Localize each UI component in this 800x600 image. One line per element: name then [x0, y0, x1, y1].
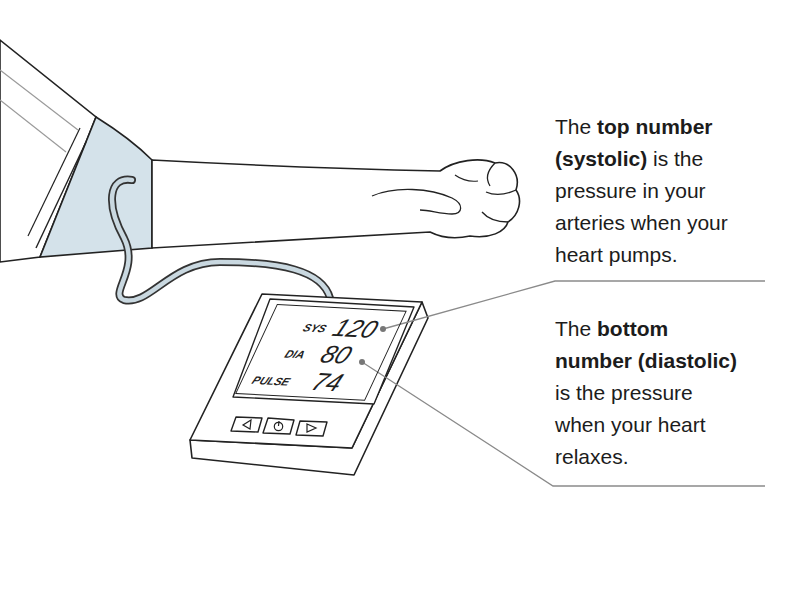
button [231, 417, 262, 432]
leader-dot [359, 359, 365, 365]
callout-run: The [555, 115, 597, 138]
cuff-edge [36, 142, 86, 248]
left-arrow-symbol [243, 420, 251, 429]
reading-value: 120 [328, 313, 383, 344]
reading-value: 74 [307, 367, 348, 397]
display-screen: SYS120DIA 80PULSE 74 [235, 304, 407, 401]
button [296, 421, 327, 436]
finger-line [482, 212, 508, 222]
leader-line [362, 362, 765, 486]
knuckle-line [455, 175, 478, 181]
tube-outline [112, 180, 330, 301]
reading-label: PULSE [250, 374, 292, 388]
right-arrow-symbol [307, 424, 316, 432]
power-symbol [278, 421, 280, 426]
cuff [40, 117, 152, 257]
leader-dot [380, 326, 386, 332]
monitor-face [190, 294, 422, 448]
reading-label: SYS [301, 322, 328, 335]
sleeve-stripe [0, 70, 78, 130]
reading-value: 80 [316, 340, 357, 370]
forearm-hand [152, 160, 519, 248]
tube [112, 180, 330, 301]
reading-label: DIA [283, 348, 307, 361]
callout-text: The top number (systolic) is the pressur… [555, 111, 745, 271]
finger-line [486, 190, 516, 194]
finger-line [488, 163, 495, 186]
screen-bezel [233, 299, 414, 404]
cuff-edge [28, 128, 80, 236]
thumb-line [372, 189, 461, 214]
sleeve-stripe [0, 100, 66, 152]
button [263, 418, 294, 434]
callout-text: The bottom number (diastolic) is the pre… [555, 313, 745, 473]
callout-run: The [555, 317, 597, 340]
callout-run: is the pressure when your heart relaxes. [555, 381, 706, 468]
